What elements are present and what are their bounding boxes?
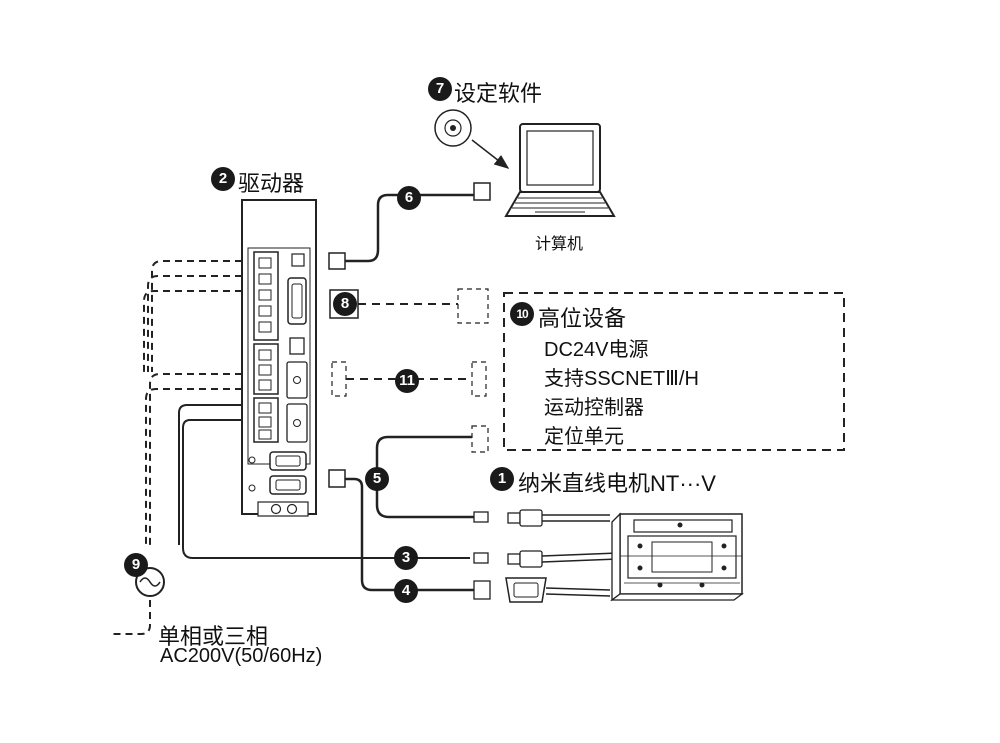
- marker-2: 2: [211, 167, 235, 191]
- marker-9: 9: [124, 553, 148, 577]
- scale-cable: [345, 477, 474, 592]
- ac-source-icon: [135, 567, 165, 597]
- scale-cable-connector: [473, 580, 491, 600]
- host-equipment-box: [503, 292, 845, 451]
- cn2-connector: [328, 469, 346, 488]
- host-item-motion-controller: 运动控制器: [544, 397, 644, 419]
- motor-leads: [505, 509, 619, 603]
- power-label-voltage: AC200V(50/60Hz): [160, 645, 323, 667]
- power-label-phase: 单相或三相: [158, 624, 269, 649]
- encoder-connector: [473, 511, 489, 523]
- marker-1: 1: [490, 467, 514, 491]
- marker-10: 10: [510, 302, 534, 326]
- linear-motor-stage: [610, 512, 744, 602]
- usb-cable: [345, 193, 474, 263]
- cd-icon: [434, 109, 472, 147]
- sscnet-connector-driver: [331, 361, 347, 397]
- usb-connector-pc-side: [473, 182, 491, 201]
- marker-3: 3: [394, 546, 418, 570]
- marker-7: 7: [428, 77, 452, 101]
- host-title: 高位设备: [538, 306, 627, 331]
- marker-5: 5: [365, 467, 389, 491]
- host-item-power: DC24V电源: [544, 339, 649, 361]
- power-wiring-solid: [178, 404, 470, 559]
- marker-6: 6: [397, 186, 421, 210]
- servo-amplifier: [241, 199, 317, 517]
- usb-connector-driver-side: [328, 252, 346, 270]
- computer-label: 计算机: [535, 236, 584, 253]
- host-item-positioning-unit: 定位单元: [544, 426, 624, 448]
- software-label: 设定软件: [454, 81, 543, 106]
- laptop-icon: [504, 123, 616, 217]
- marker-11: 11: [395, 369, 419, 393]
- power-cable-connector: [473, 552, 489, 564]
- power-wiring-dashed: [110, 260, 242, 635]
- battery-connector-dashed: [457, 288, 489, 324]
- marker-8: 8: [333, 292, 357, 316]
- motor-label: 纳米直线电机NT···V: [518, 471, 716, 496]
- install-arrow: [471, 139, 510, 169]
- host-item-sscnet: 支持SSCNETⅢ/H: [544, 368, 699, 390]
- marker-4: 4: [394, 579, 418, 603]
- positioning-connector-dashed: [471, 425, 489, 453]
- encoder-cable: [375, 435, 474, 519]
- sscnet-connector-host: [471, 361, 487, 397]
- driver-label: 驱动器: [238, 171, 305, 196]
